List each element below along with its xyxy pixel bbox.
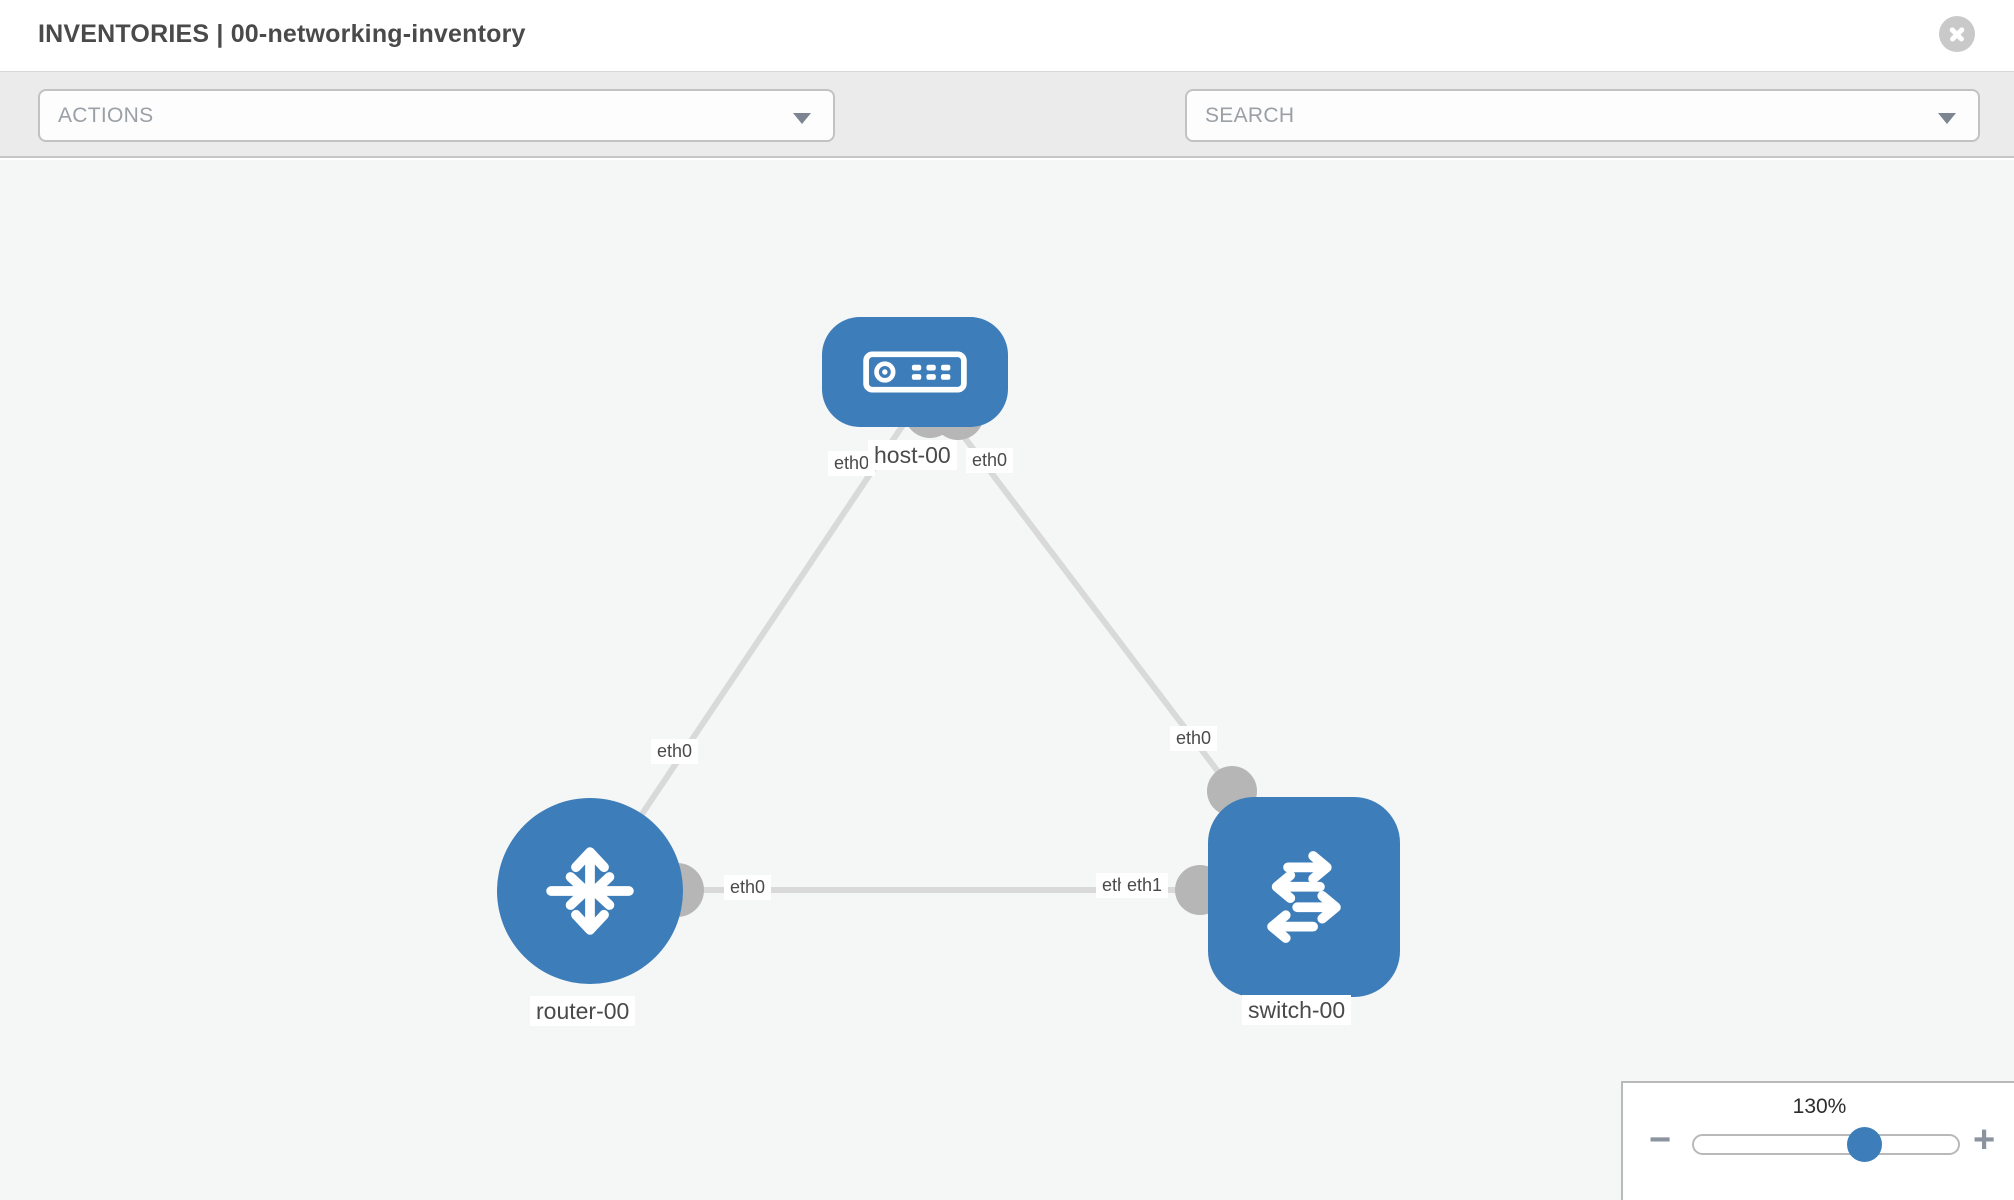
header: INVENTORIES | 00-networking-inventory — [0, 0, 2014, 71]
zoom-panel: 130% − + — [1621, 1081, 2014, 1200]
chevron-down-icon — [793, 113, 811, 124]
router-icon — [546, 847, 634, 935]
chevron-down-icon — [1938, 113, 1956, 124]
zoom-slider-track[interactable] — [1692, 1134, 1960, 1155]
interface-label: eth0 — [724, 875, 772, 900]
zoom-in-button[interactable]: + — [1973, 1119, 1996, 1161]
zoom-level: 130% — [1792, 1095, 1847, 1118]
interface-label: eth0 — [1170, 726, 1218, 751]
actions-dropdown[interactable]: ACTIONS — [38, 89, 835, 142]
host-icon — [863, 351, 967, 393]
actions-dropdown-label: ACTIONS — [58, 103, 154, 127]
search-dropdown-label: SEARCH — [1205, 103, 1295, 127]
node-switch-00[interactable] — [1208, 797, 1400, 997]
zoom-slider-handle[interactable] — [1847, 1127, 1882, 1162]
close-icon[interactable] — [1939, 16, 1975, 52]
topology-canvas[interactable] — [0, 160, 2014, 1200]
switch-icon — [1267, 851, 1341, 943]
interface-label: eth0 — [966, 448, 1014, 473]
node-router-00[interactable] — [497, 798, 683, 984]
toolbar: ACTIONS SEARCH — [0, 71, 2014, 201]
interface-label: eth0 — [651, 739, 699, 764]
zoom-out-button[interactable]: − — [1649, 1119, 1672, 1161]
search-dropdown[interactable]: SEARCH — [1185, 89, 1980, 142]
node-label-host: host-00 — [868, 440, 957, 471]
node-label-switch: switch-00 — [1242, 995, 1352, 1026]
node-label-router: router-00 — [530, 996, 636, 1027]
node-host-00[interactable] — [822, 317, 1008, 427]
page-title: INVENTORIES | 00-networking-inventory — [38, 20, 526, 48]
interface-label: eth1 — [1121, 873, 1169, 898]
